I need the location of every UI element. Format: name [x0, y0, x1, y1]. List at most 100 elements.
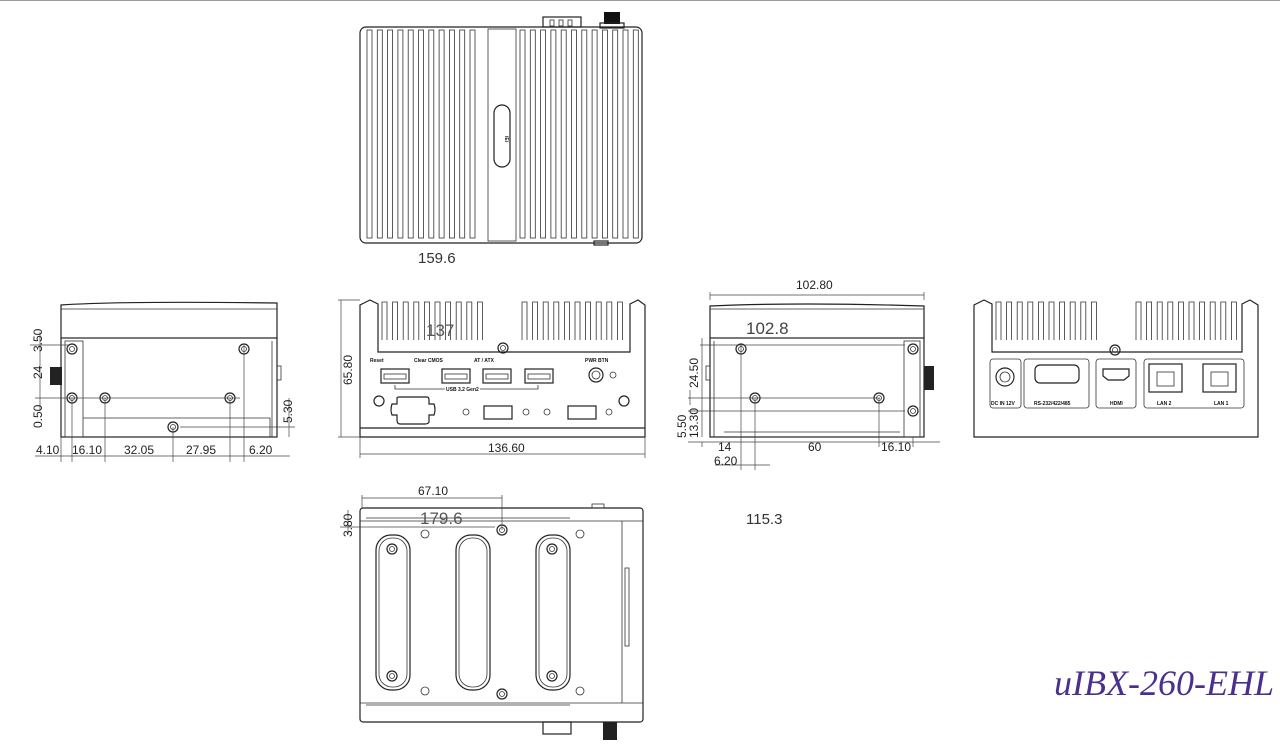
screw-hole: [389, 546, 395, 552]
power-button: [588, 367, 604, 383]
hole: [420, 529, 430, 539]
fin: [434, 301, 441, 340]
fin: [1080, 301, 1087, 340]
usb-ports: [380, 368, 554, 384]
screw-hole: [69, 346, 75, 352]
fin: [1199, 301, 1205, 340]
dim-right-h-16.10: 16.10: [881, 440, 911, 454]
screw-icon: [386, 543, 398, 555]
fin: [632, 29, 639, 239]
fin: [553, 301, 560, 340]
fin: [448, 29, 455, 239]
fin: [1231, 301, 1237, 340]
hole: [575, 686, 585, 696]
fin: [397, 29, 404, 239]
dim-left-h-4.10: 4.10: [36, 443, 60, 457]
fin: [622, 29, 629, 239]
fin: [1146, 301, 1152, 340]
fin: [477, 301, 483, 340]
dim-right-h-6.20: 6.20: [714, 454, 738, 468]
screw-hole: [499, 691, 505, 697]
screw-icon: [546, 543, 558, 555]
hole: [575, 529, 585, 539]
fin: [574, 301, 581, 340]
fin: [1027, 301, 1034, 340]
antenna-connector: [604, 12, 620, 24]
dim-front-width: 136.60: [488, 441, 525, 455]
fin: [595, 301, 602, 340]
label-rs232: RS-232/422/485: [1034, 401, 1071, 407]
dim-left-v-24: 24: [31, 365, 45, 379]
screw-icon: [546, 670, 558, 682]
fin: [542, 301, 549, 340]
dc-jack: [995, 367, 1015, 387]
fin: [1220, 301, 1227, 340]
fin: [540, 29, 546, 239]
front-view: 137 Reset Clear CMOS AT / ATX PWR BTN US…: [338, 299, 646, 458]
screw-hole: [910, 346, 916, 352]
logo-plate: [493, 104, 511, 168]
bottom-overlay-label: 179.6: [420, 509, 463, 528]
screw-icon: [386, 670, 398, 682]
label-pwr-btn: PWR BTN: [585, 358, 609, 364]
label-reset: Reset: [370, 358, 384, 364]
top-view-fins: [366, 29, 639, 239]
fin: [602, 29, 608, 239]
dim-left-v-5.30: 5.30: [281, 399, 295, 423]
fin: [606, 301, 613, 340]
fin: [581, 29, 588, 239]
hole: [420, 686, 430, 696]
right-side-view: 102.80 102.8 24.50 5.50 13.30 14 60 16.1…: [675, 278, 940, 470]
dim-right-h-14: 14: [718, 440, 732, 454]
floating-label: 115.3: [746, 511, 782, 528]
fin: [459, 29, 466, 239]
fin: [1059, 301, 1065, 340]
screw-hole: [389, 673, 395, 679]
bottom-view: 67.10 3.80 179.6: [340, 484, 644, 740]
dim-left-v-3.50: 3.50: [31, 328, 45, 352]
label-clear-cmos: Clear CMOS: [414, 358, 444, 364]
fin: [1167, 301, 1174, 340]
fin: [532, 301, 538, 340]
fin: [521, 301, 528, 340]
screw-icon: [907, 405, 919, 417]
fin: [995, 301, 1002, 340]
dim-left-v-0.50: 0.50: [31, 404, 45, 428]
dim-right-v-13.30: 13.30: [687, 408, 701, 438]
hdmi-port: [1102, 368, 1130, 381]
fin: [438, 29, 445, 239]
fin: [1209, 301, 1216, 340]
fin: [519, 29, 526, 239]
front-view-fins: [381, 301, 623, 340]
fin: [1178, 301, 1184, 340]
label-at-atx: AT / ATX: [474, 358, 495, 364]
screw-hole: [549, 546, 555, 552]
fin: [560, 29, 567, 239]
lan2-port: [1148, 363, 1183, 393]
fin: [424, 301, 430, 340]
fin: [1188, 301, 1195, 340]
fin: [413, 301, 420, 340]
rs232-port: [1034, 364, 1080, 384]
lan1-port: [1202, 363, 1237, 393]
dim-left-h-16.10: 16.10: [72, 443, 102, 457]
dim-bottom-offset: 3.80: [341, 513, 355, 537]
fin: [376, 29, 383, 239]
top-view: iEi 159.6: [359, 12, 643, 267]
fin: [407, 29, 414, 239]
logo-text: iEi: [503, 136, 509, 143]
right-overlay-label: 102.8: [746, 319, 789, 338]
dim-right-v-5.50: 5.50: [675, 414, 689, 438]
left-side-view: 3.50 24 0.50 5.30 4.10 16.10 32.05 27.95…: [30, 301, 295, 462]
dim-front-height: 65.80: [341, 355, 355, 385]
label-lan1: LAN 1: [1214, 401, 1229, 407]
screw-hole: [910, 408, 916, 414]
fin: [591, 29, 598, 239]
fin: [466, 301, 473, 340]
dim-bottom-width: 67.10: [418, 484, 448, 498]
label-dc-in: DC IN 12V: [991, 401, 1016, 407]
fin: [585, 301, 591, 340]
fin: [1006, 301, 1012, 340]
top-border: [0, 0, 1280, 1]
